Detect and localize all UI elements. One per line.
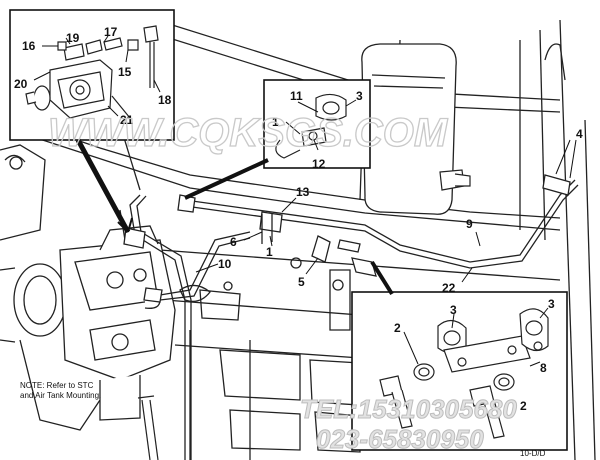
callout-8: 8 [540,361,547,375]
fuel-pump-assembly [0,225,176,431]
callout-13: 13 [296,185,310,199]
inset-clamp-detail: 11 3 12 1 [263,79,371,171]
inset-pointer-center [184,158,269,200]
callout-16: 16 [22,39,36,53]
callout-20: 20 [14,77,28,91]
callout-21: 21 [120,113,134,127]
callout-3-mid: 3 [450,303,457,317]
figure-code: 10-D/D [520,449,546,458]
inset-pointer-right [370,260,394,296]
callout-2-inset: 2 [394,321,401,335]
valve-knob [439,169,471,191]
callout-19: 19 [66,31,80,45]
inset-pointer-left [75,138,133,234]
callout-12: 12 [312,157,326,171]
watermark-site: WWW.CQKSGS.COM [48,111,449,155]
watermark-phone: 023-65830950 [316,424,484,454]
callout-4: 4 [576,127,583,141]
callout-17: 17 [104,25,118,39]
callout-11: 11 [290,89,303,103]
callout-2-lower: 2 [520,399,527,413]
inset-valve-detail: 16 19 17 15 20 18 21 [9,9,175,141]
callout-3-top: 3 [356,89,363,103]
callout-9: 9 [466,217,473,231]
note-line-1: NOTE: Refer to STC [20,381,94,390]
watermark-tel: TEL:15310305680 [300,394,517,424]
callout-18: 18 [158,93,172,107]
hose-end [137,395,159,460]
callout-1: 1 [266,245,273,259]
leader-lines [195,139,577,283]
note-line-2: and Air Tank Mounting. [20,391,101,400]
inset-bolt-detail: 2 3 3 8 2 [351,291,568,451]
callout-1-inset: 1 [272,115,279,129]
callout-22: 22 [442,281,456,295]
callout-6: 6 [230,235,237,249]
callout-5: 5 [298,275,305,289]
callout-3-right: 3 [548,297,555,311]
callout-15: 15 [118,65,132,79]
callout-10: 10 [218,257,232,271]
